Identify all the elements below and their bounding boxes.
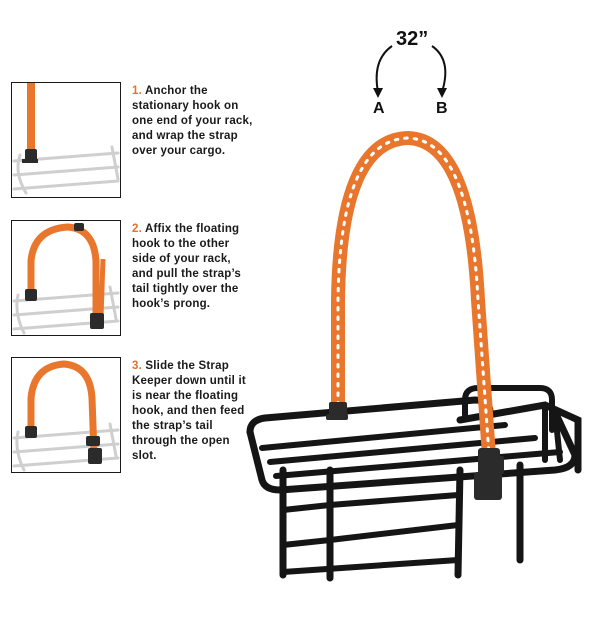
rack-frame — [246, 385, 582, 582]
step-2-text: 2. Affix the floating hook to the other … — [132, 222, 254, 312]
step-3-number: 3. — [132, 360, 142, 372]
step-1-image — [11, 82, 121, 198]
step-3-description-end: down until it is near the floating hook,… — [132, 375, 246, 462]
strap — [331, 131, 497, 471]
stationary-hook — [326, 402, 348, 420]
step-3-text: 3. Slide the Strap Keeper down until it … — [132, 359, 254, 464]
step-1-number: 1. — [132, 85, 142, 97]
step-3-image — [11, 357, 121, 473]
step-2-image — [11, 220, 121, 336]
step-1-description: Anchor the stationary hook on one end of… — [132, 85, 253, 157]
step-3-description-start: Slide the — [145, 360, 199, 372]
step-1-text: 1. Anchor the stationary hook on one end… — [132, 84, 254, 159]
floating-hook — [474, 448, 504, 500]
end-b-label: B — [436, 100, 448, 117]
end-a-label: A — [373, 100, 385, 117]
strap-length-label: 32” — [396, 28, 429, 50]
dimension-arrows — [375, 45, 447, 93]
step-3-strap-keeper: Strap Keeper — [132, 360, 229, 387]
step-2-number: 2. — [132, 223, 142, 235]
step-2-description: Affix the floating hook to the other sid… — [132, 223, 242, 310]
